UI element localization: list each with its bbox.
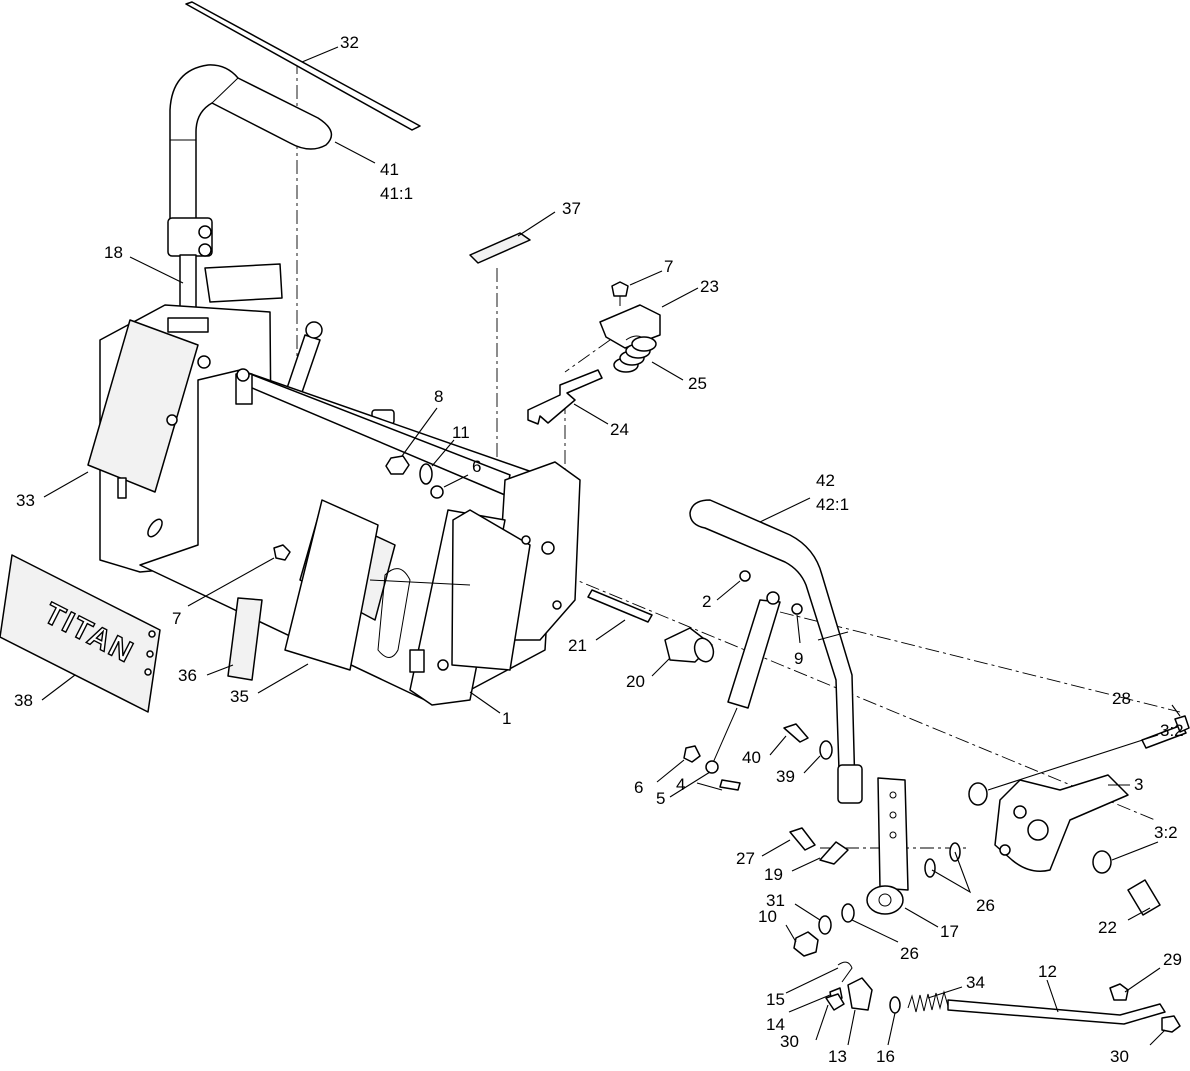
callout-4: 4	[676, 775, 685, 794]
callout-7-lower: 7	[172, 609, 181, 628]
parts-3-2-bushings-pins	[968, 715, 1190, 916]
callout-28: 28	[1112, 689, 1131, 708]
callout-5: 5	[656, 789, 665, 808]
part-36-pad	[227, 597, 263, 681]
callout-9: 9	[794, 649, 803, 668]
callout-3: 3	[1134, 775, 1143, 794]
callout-13: 13	[828, 1047, 847, 1066]
callout-6-upper: 6	[472, 457, 481, 476]
callout-1: 1	[502, 709, 511, 728]
callout-26-lower: 26	[900, 944, 919, 963]
callout-38: 38	[14, 691, 33, 710]
callout-30-right: 30	[1110, 1047, 1129, 1066]
callout-19: 19	[764, 865, 783, 884]
part-25-spring	[613, 336, 657, 373]
callout-17: 17	[940, 922, 959, 941]
parts-40-39-fasteners	[783, 723, 833, 760]
callout-15: 15	[766, 990, 785, 1009]
parts-8-11-6-fasteners	[385, 455, 444, 499]
callout-labels: 32 41 41:1 37 18 7 23 25 8 11 24 6 33 42…	[14, 33, 1184, 1066]
callout-31: 31	[766, 891, 785, 910]
callout-23: 23	[700, 277, 719, 296]
callout-8: 8	[434, 387, 443, 406]
part-41-left-lever	[167, 64, 333, 316]
callout-41-1: 41:1	[380, 184, 413, 203]
callout-14: 14	[766, 1015, 785, 1034]
callout-26-right: 26	[976, 896, 995, 915]
parts-2-9-fasteners	[739, 570, 803, 615]
callout-41: 41	[380, 160, 399, 179]
parts-29-30-nuts	[1109, 983, 1181, 1033]
callout-40: 40	[742, 748, 761, 767]
callout-25: 25	[688, 374, 707, 393]
callout-33: 33	[16, 491, 35, 510]
callout-34: 34	[966, 973, 985, 992]
callout-7-top: 7	[664, 257, 673, 276]
callout-3-2-upper: 3:2	[1160, 721, 1184, 740]
callout-10: 10	[758, 907, 777, 926]
callout-30-left: 30	[780, 1032, 799, 1051]
callout-22: 22	[1098, 918, 1117, 937]
parts-27-19	[789, 827, 849, 865]
part-38-brand-plate: TITAN	[0, 554, 161, 713]
callout-16: 16	[876, 1047, 895, 1066]
callout-24: 24	[610, 420, 629, 439]
parts-15-14-13-linkage	[825, 961, 873, 1011]
callout-39: 39	[776, 767, 795, 786]
parts-7-bolts	[273, 281, 629, 561]
part-3-pump-arm	[994, 774, 1129, 872]
callout-20: 20	[626, 672, 645, 691]
callout-35: 35	[230, 687, 249, 706]
callout-12: 12	[1038, 962, 1057, 981]
part-21-shaft	[587, 589, 653, 623]
callout-32: 32	[340, 33, 359, 52]
part-32-strip	[185, 1, 421, 131]
callout-18: 18	[104, 243, 123, 262]
leader-lines	[41, 46, 1181, 1046]
gas-strut	[683, 591, 781, 791]
part-37-label	[469, 232, 531, 264]
callout-27: 27	[736, 849, 755, 868]
callout-6-lower: 6	[634, 778, 643, 797]
part-17-link	[866, 777, 909, 915]
parts-10-31-26-fasteners	[793, 903, 855, 957]
part-20-bushing	[664, 627, 715, 663]
callout-21: 21	[568, 636, 587, 655]
callout-37: 37	[562, 199, 581, 218]
part-34-spring	[907, 990, 949, 1013]
parts-23-25-24-latch	[527, 304, 661, 425]
callout-42: 42	[816, 471, 835, 490]
callout-42-1: 42:1	[816, 495, 849, 514]
callout-29: 29	[1163, 950, 1182, 969]
callout-36: 36	[178, 666, 197, 685]
callout-11: 11	[452, 423, 470, 442]
callout-2: 2	[702, 592, 711, 611]
callout-3-2-lower: 3:2	[1154, 823, 1178, 842]
part-35-plate	[284, 499, 379, 671]
part-42-right-lever	[689, 499, 863, 804]
